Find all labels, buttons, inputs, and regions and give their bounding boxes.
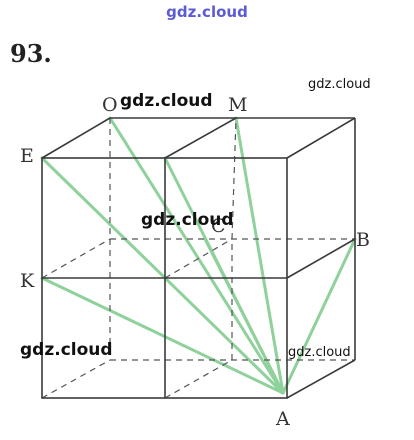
- top-middle-edge: [164, 117, 237, 159]
- hidden-edge-bottom-left-diagonal: [41, 359, 111, 399]
- point-label-e: E: [20, 145, 34, 167]
- watermark-top: gdz.cloud: [166, 3, 248, 21]
- hidden-edges: [41, 117, 355, 399]
- visible-edges: [41, 117, 356, 399]
- point-label-b: B: [356, 229, 370, 251]
- watermark: gdz.cloud: [308, 77, 371, 92]
- hidden-edge-mid-diagonal: [164, 238, 233, 279]
- ray-a-k: [40, 276, 285, 395]
- right-bottom-edge: [286, 359, 356, 399]
- rays-from-a: [40, 116, 357, 395]
- ray-a-b: [281, 237, 357, 395]
- point-labels: O M E C B K A: [20, 94, 370, 430]
- ray-a-o: [108, 116, 285, 395]
- point-label-a: A: [275, 408, 290, 430]
- watermark: gdz.cloud: [20, 340, 113, 360]
- watermarks: gdz.cloud gdz.cloud gdz.cloud gdz.cloud …: [20, 77, 371, 360]
- ray-a-e: [40, 156, 285, 395]
- top-left-edge: [41, 117, 111, 159]
- problem-number: 93.: [10, 39, 52, 68]
- point-label-m: M: [228, 94, 247, 116]
- top-right-edge: [286, 117, 356, 159]
- hidden-edge-back-mid-upper: [231, 117, 237, 240]
- watermark: gdz.cloud: [120, 91, 213, 111]
- hidden-edge-left-diagonal: [41, 238, 111, 279]
- point-label-k: K: [20, 270, 35, 292]
- watermark: gdz.cloud: [141, 210, 234, 230]
- ray-a-c: [203, 237, 285, 395]
- point-label-c: C: [211, 215, 226, 237]
- ray-a-m: [234, 116, 285, 395]
- right-middle-edge: [286, 238, 356, 279]
- point-label-o: O: [102, 94, 118, 116]
- hidden-edge-bottom-mid-diagonal: [164, 359, 233, 399]
- watermark: gdz.cloud: [288, 345, 351, 360]
